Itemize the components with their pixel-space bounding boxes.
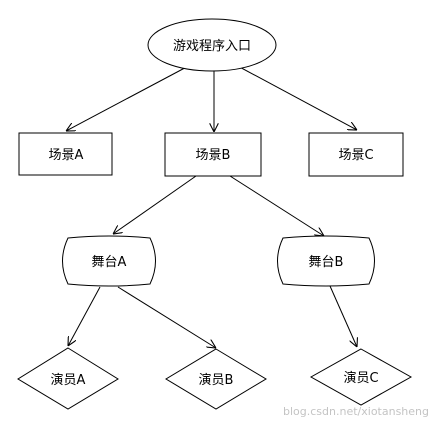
node-entry: 游戏程序入口	[147, 18, 277, 72]
node-scene-c: 场景C	[308, 132, 404, 177]
node-actor-c: 演员C	[309, 348, 413, 406]
watermark: blog.csdn.net/xiotansheng	[283, 405, 429, 418]
node-stage-b: 舞台B	[277, 235, 375, 287]
node-scene-a-label: 场景A	[49, 148, 84, 163]
node-scene-c-label: 场景C	[338, 148, 373, 163]
node-stage-b-label: 舞台B	[309, 255, 344, 270]
edge-entry-to-scene-c	[233, 63, 357, 130]
node-actor-a: 演员A	[17, 347, 119, 410]
edge-stage-a-to-actor-a	[68, 286, 101, 346]
node-scene-b: 场景B	[164, 132, 262, 177]
node-actor-a-label: 演员A	[51, 372, 86, 388]
edge-scene-b-to-stage-a	[113, 175, 197, 234]
node-entry-label: 游戏程序入口	[173, 39, 251, 54]
node-actor-b: 演员B	[165, 348, 267, 410]
edge-stage-a-to-actor-b	[117, 286, 216, 348]
edge-entry-to-scene-a	[66, 61, 197, 131]
node-stage-a-label: 舞台A	[92, 255, 127, 270]
node-actor-b-label: 演员B	[199, 372, 234, 388]
node-actor-c-label: 演员C	[343, 370, 378, 386]
edge-stage-b-to-actor-c	[329, 285, 357, 347]
edges	[66, 61, 357, 348]
node-stage-a: 舞台A	[62, 235, 156, 287]
node-scene-a: 场景A	[18, 132, 113, 176]
node-scene-b-label: 场景B	[196, 148, 231, 163]
edge-scene-b-to-stage-b	[229, 175, 324, 236]
